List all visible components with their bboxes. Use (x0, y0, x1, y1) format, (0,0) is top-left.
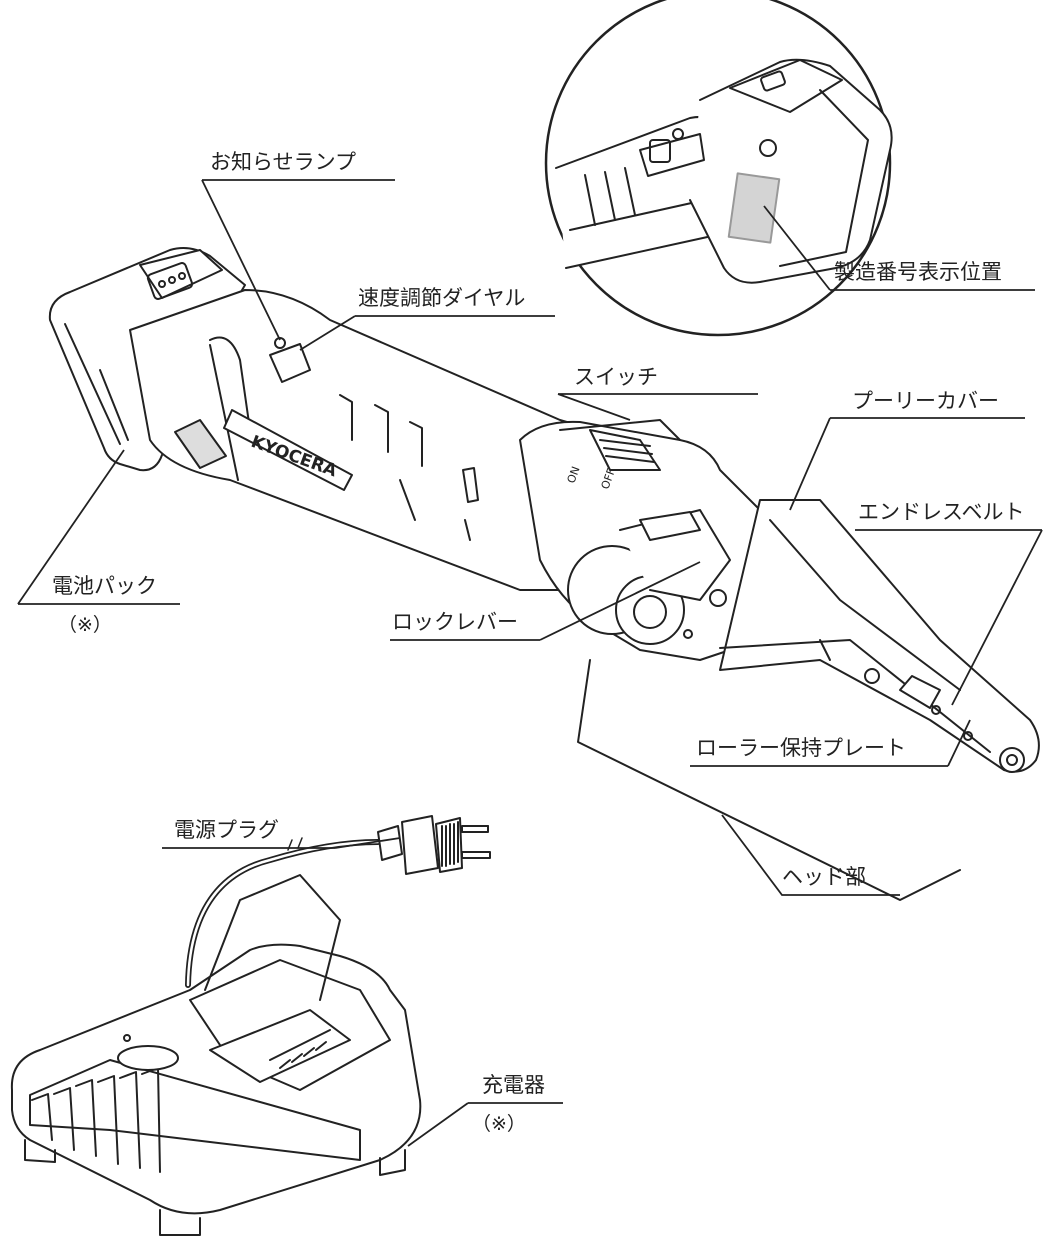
label-lock-lever: ロックレバー (392, 610, 518, 634)
belt-arm-drawing (719, 499, 1040, 773)
switch-on-mark: ON (565, 465, 583, 485)
head-drawing (519, 419, 781, 661)
label-speed-dial: 速度調節ダイヤル (358, 286, 526, 310)
label-notification-lamp: お知らせランプ (210, 150, 356, 174)
label-head: ヘッド部 (782, 865, 866, 889)
serial-inset (544, 0, 893, 337)
charger-drawing (10, 837, 422, 1236)
label-battery-note: （※） (58, 614, 112, 636)
power-plug-drawing (377, 815, 491, 875)
label-charger: 充電器 (482, 1073, 545, 1097)
label-charger-note: （※） (472, 1113, 526, 1135)
tool-body-drawing (129, 289, 621, 591)
head-bracket (577, 659, 961, 901)
label-endless-belt: エンドレスベルト (858, 500, 1025, 524)
label-serial-position: 製造番号表示位置 (834, 260, 1002, 284)
label-power-plug: 電源プラグ (174, 818, 279, 842)
label-switch: スイッチ (574, 365, 658, 389)
label-battery-pack: 電池パック (52, 574, 157, 598)
label-roller-plate: ローラー保持プレート (696, 736, 906, 760)
leader-lines (17, 179, 1043, 1147)
label-pulley-cover: プーリーカバー (852, 389, 999, 413)
